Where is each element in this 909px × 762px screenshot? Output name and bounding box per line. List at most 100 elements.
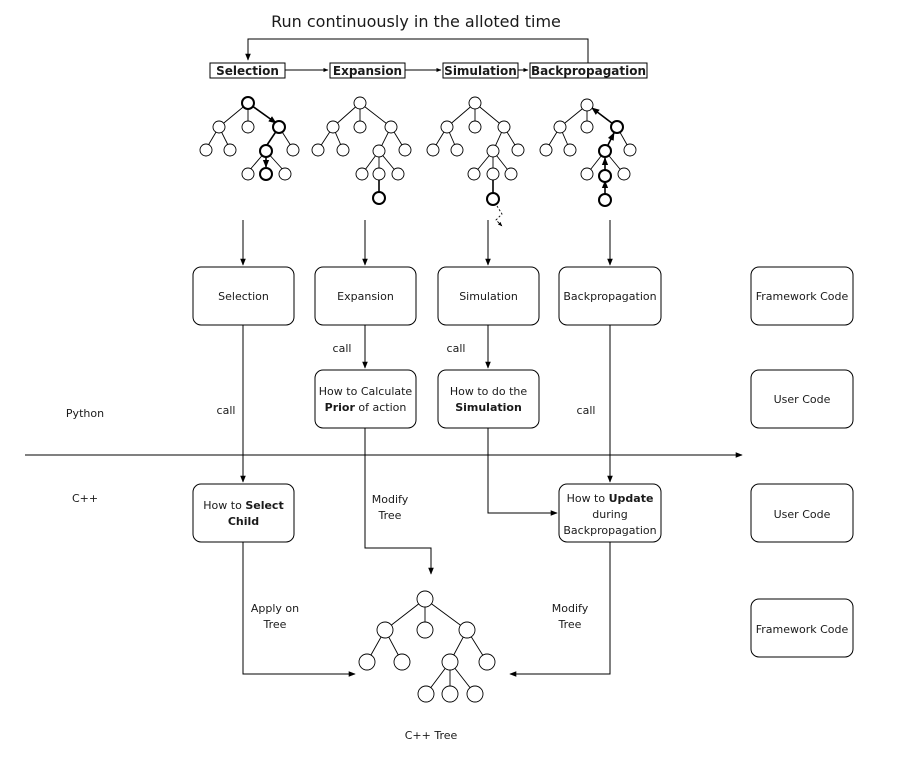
cpp-tree-node <box>417 685 435 703</box>
arrow-prior-modify-tree <box>364 428 434 575</box>
tree-node <box>372 144 386 158</box>
box-select-child-line1: How to Select <box>203 499 283 512</box>
call-label-backprop: call <box>577 404 596 417</box>
tree-node <box>580 98 594 112</box>
step-selection-label: Selection <box>216 64 279 78</box>
tree-node <box>426 143 440 157</box>
tree-node <box>467 167 481 181</box>
cpp-tree-node <box>478 653 496 671</box>
step-expansion: Expansion <box>329 62 406 79</box>
apply-on-label-b: Tree <box>263 618 287 631</box>
tree-node <box>486 167 500 181</box>
box-prior-bold: Prior <box>325 401 356 414</box>
tree-node <box>553 120 567 134</box>
call-label-selection: call <box>217 404 236 417</box>
box-sim-user-line2: Simulation <box>455 401 522 414</box>
tree-node <box>336 143 350 157</box>
tree-node <box>497 120 511 134</box>
box-prior-rest: of action <box>355 401 406 414</box>
box-update: How to Update during Backpropagation <box>558 483 662 543</box>
modify-tree-label-1b: Tree <box>378 509 402 522</box>
tree-node <box>580 120 594 134</box>
legend-framework-top-rect <box>750 266 854 326</box>
box-prior-rect <box>314 369 417 429</box>
box-prior: How to Calculate Prior of action <box>314 369 417 429</box>
tree-expansion-illustration <box>311 96 412 205</box>
loop-back-arrow <box>245 38 589 63</box>
tree-node <box>598 193 612 207</box>
tree-node <box>511 143 525 157</box>
modify-tree-label-2a: Modify <box>552 602 589 615</box>
tree-node <box>384 120 398 134</box>
tree-selection-illustration <box>199 96 300 181</box>
tree-node-sim <box>486 192 500 206</box>
box-simulation: Simulation <box>437 266 540 326</box>
tree-node <box>598 169 612 183</box>
tree-node <box>398 143 412 157</box>
legend-user-top-rect <box>750 369 854 429</box>
tree-node <box>199 143 213 157</box>
call-label-simulation: call <box>447 342 466 355</box>
tree-node <box>563 143 577 157</box>
box-select-child-pre: How to <box>203 499 245 512</box>
step-backpropagation-box <box>529 62 648 79</box>
python-label: Python <box>66 407 104 420</box>
tree-node <box>259 144 273 158</box>
tree-node <box>353 96 367 110</box>
apply-on-label-a: Apply on <box>251 602 299 615</box>
tree-node <box>539 143 553 157</box>
cpp-tree-node <box>358 653 376 671</box>
legend-user-bottom-rect <box>750 483 854 543</box>
modify-tree-label-2b: Tree <box>558 618 582 631</box>
box-simulation-label: Simulation <box>459 290 518 303</box>
box-expansion: Expansion <box>314 266 417 326</box>
step-expansion-label: Expansion <box>333 64 402 78</box>
tree-node <box>212 120 226 134</box>
box-backprop-label: Backpropagation <box>563 290 656 303</box>
step-simulation: Simulation <box>442 62 519 79</box>
tree-node-new <box>372 191 386 205</box>
legend-framework-bottom: Framework Code <box>750 598 854 658</box>
box-select-child: How to Select Child <box>192 483 295 543</box>
box-sim-user: How to do the Simulation <box>437 369 540 429</box>
box-update-line3: Backpropagation <box>563 524 656 537</box>
legend-user-top-label: User Code <box>774 393 831 406</box>
cpp-tree-node <box>416 590 434 608</box>
legend-framework-top: Framework Code <box>750 266 854 326</box>
box-select-child-rect <box>192 483 295 543</box>
tree-node <box>353 120 367 134</box>
box-prior-line1: How to Calculate <box>319 385 413 398</box>
box-select-child-bold: Select <box>245 499 283 512</box>
box-expansion-label: Expansion <box>337 290 394 303</box>
tree-node <box>326 120 340 134</box>
box-sim-user-rect <box>437 369 540 429</box>
tree-node <box>623 143 637 157</box>
tree-node <box>311 143 325 157</box>
cpp-tree-node <box>376 621 394 639</box>
tree-node <box>278 167 292 181</box>
tree-node <box>450 143 464 157</box>
tree-node <box>440 120 454 134</box>
tree-backprop-illustration <box>539 98 637 207</box>
box-selection-label: Selection <box>218 290 269 303</box>
tree-node <box>259 167 273 181</box>
loop-title: Run continuously in the alloted time <box>271 12 561 31</box>
cpp-tree-node <box>458 621 476 639</box>
tree-node <box>598 144 612 158</box>
tree-node <box>486 144 500 158</box>
modify-tree-label-1a: Modify <box>372 493 409 506</box>
tree-node <box>391 167 405 181</box>
arrow-select-apply-tree <box>242 542 356 677</box>
cpp-tree-node <box>416 621 434 639</box>
box-prior-line2: Prior of action <box>325 401 407 414</box>
box-update-line2: during <box>592 508 628 521</box>
tree-node <box>617 167 631 181</box>
tree-node <box>580 167 594 181</box>
box-select-child-line2: Child <box>228 515 259 528</box>
step-selection: Selection <box>209 62 286 79</box>
cpp-tree <box>358 590 496 703</box>
arrow-update-modify-tree <box>509 542 611 677</box>
legend-user-bottom: User Code <box>750 483 854 543</box>
step-backpropagation-label: Backpropagation <box>531 64 646 78</box>
